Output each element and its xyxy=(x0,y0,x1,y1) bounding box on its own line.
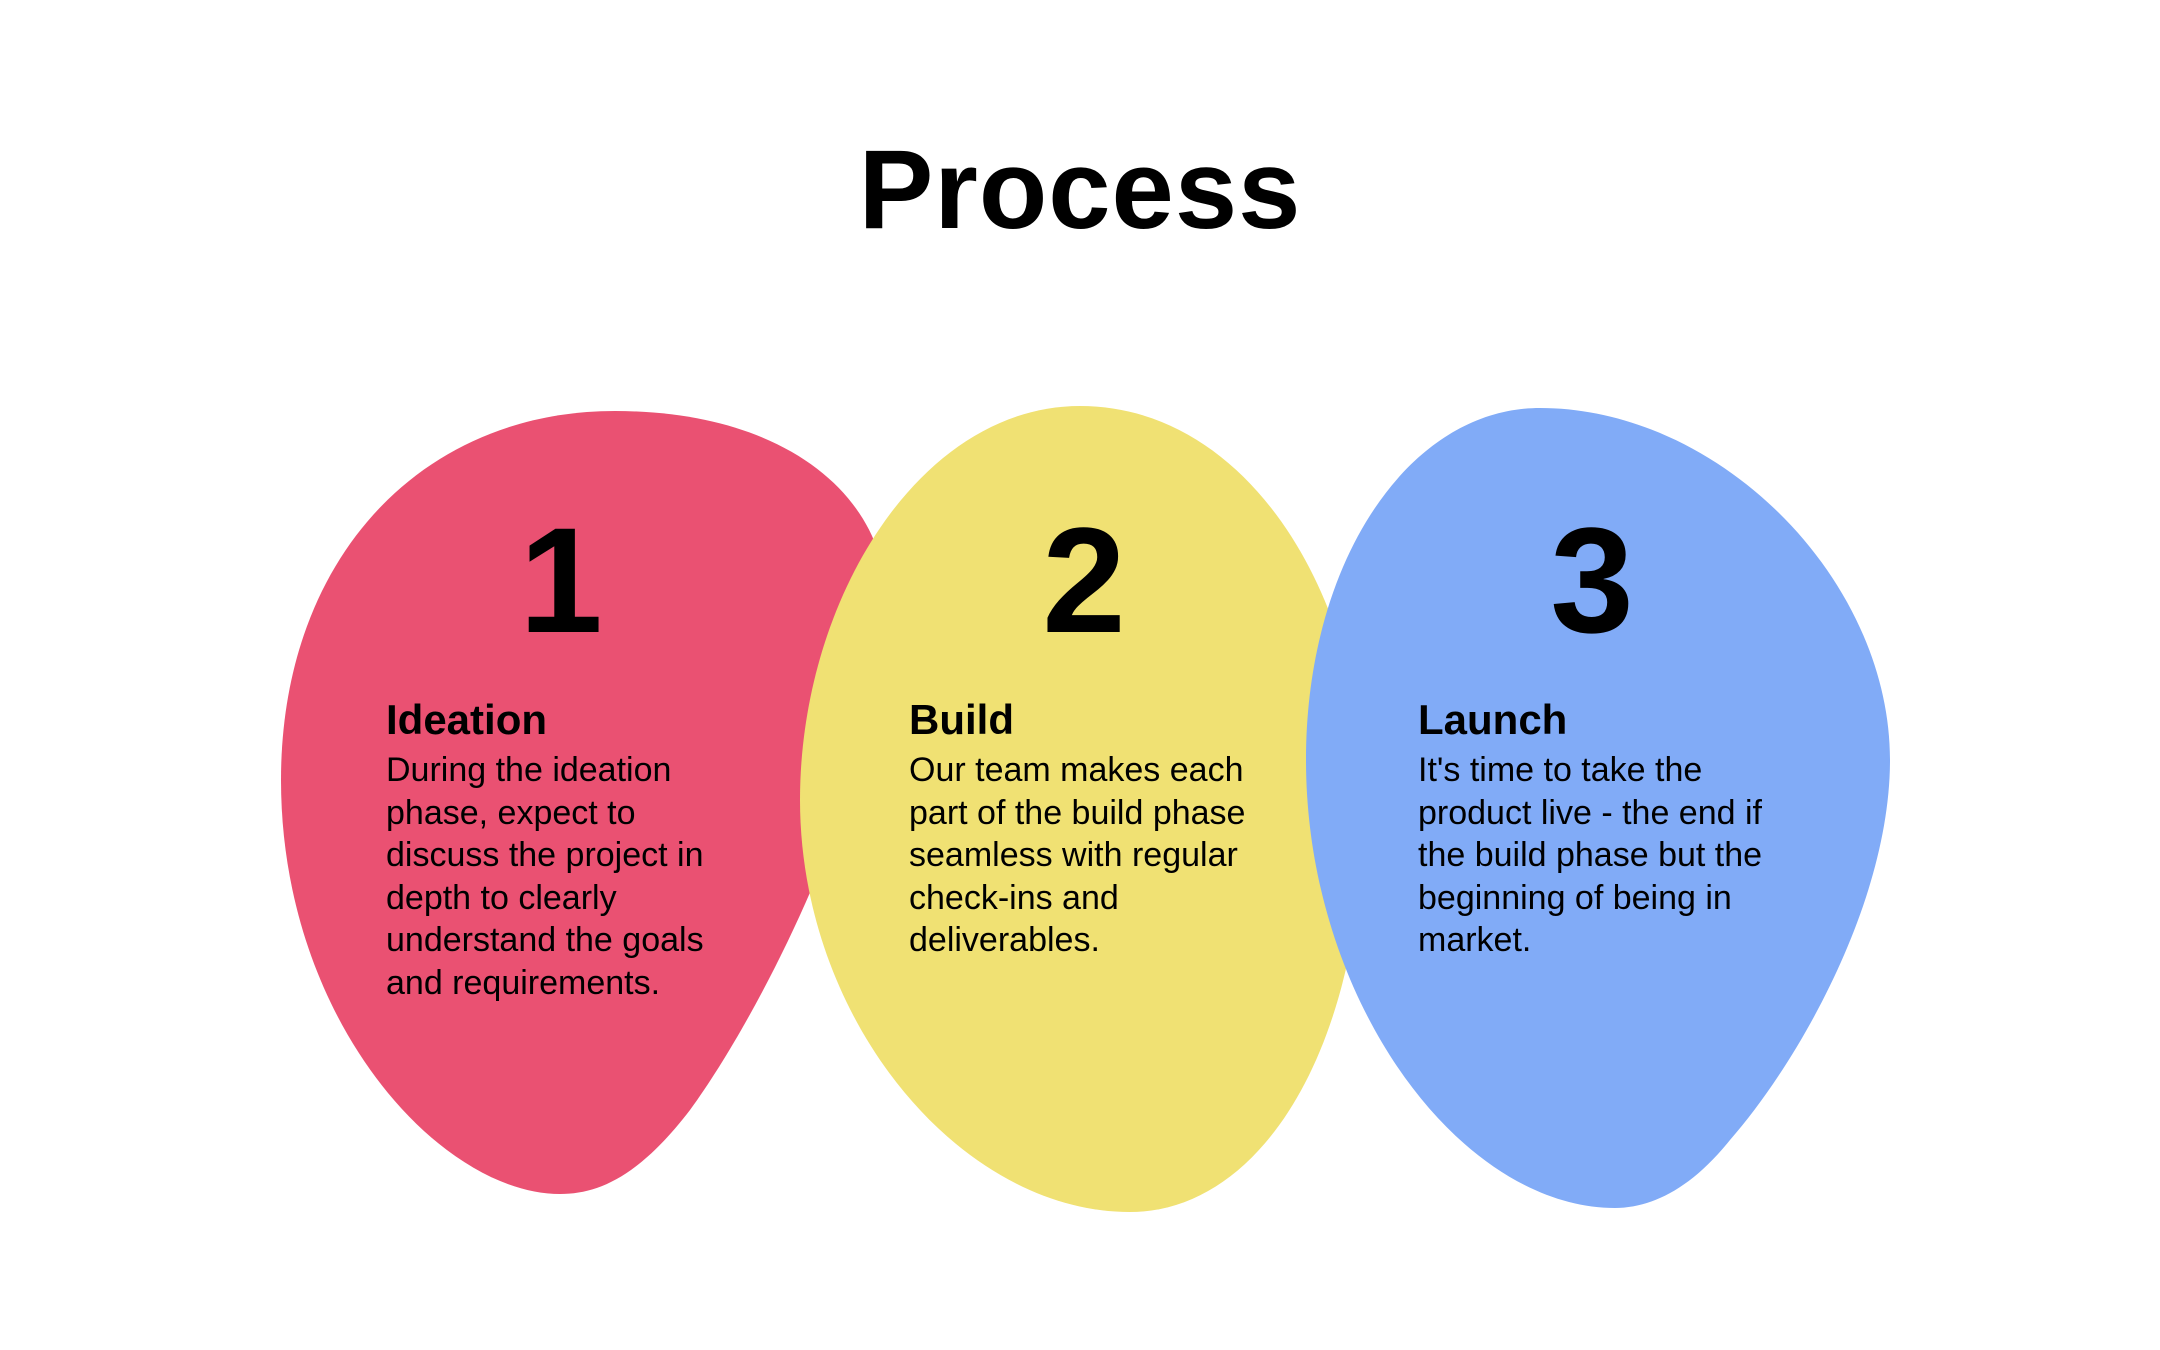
step-description: It's time to take the product live - the… xyxy=(1418,751,1763,959)
step-heading: Launch xyxy=(1418,696,1568,743)
step-heading: Build xyxy=(909,696,1014,743)
step-heading: Ideation xyxy=(386,696,548,743)
step-description: Our team makes each part of the build ph… xyxy=(909,751,1246,959)
step-number-1: 1 xyxy=(519,496,603,664)
launch-blob xyxy=(1306,408,1890,1208)
build-blob xyxy=(800,406,1364,1212)
step-description: During the ideation phase, expect to dis… xyxy=(386,751,704,1002)
step-card-ideation: Ideation During the ideation phase, expe… xyxy=(386,695,766,1004)
step-card-build: Build Our team makes each part of the bu… xyxy=(909,695,1289,962)
step-number-2: 2 xyxy=(1042,496,1126,664)
ideation-blob xyxy=(281,411,886,1194)
step-number-3: 3 xyxy=(1550,496,1634,664)
step-card-launch: Launch It's time to take the product liv… xyxy=(1418,695,1798,962)
page-title: Process xyxy=(858,127,1302,252)
